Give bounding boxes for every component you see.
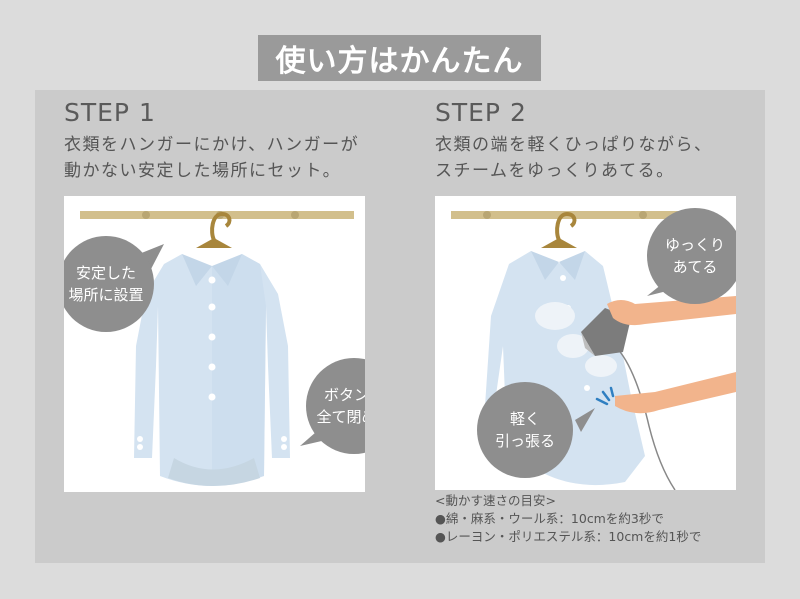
speed-guide: <動かす速さの目安> ●綿・麻系・ウール系：10cmを約3秒で ●レーヨン・ポリ… xyxy=(435,492,701,546)
shirt-on-hanger-icon xyxy=(80,211,354,486)
page-title: 使い方はかんたん xyxy=(258,35,541,81)
bubble-stable-place: 安定した 場所に設置 xyxy=(64,236,154,332)
bubble-line: 全て閉める xyxy=(316,408,365,426)
step-1-description: 衣類をハンガーにかけ、ハンガーが 動かない安定した場所にセット。 xyxy=(64,132,359,184)
instructions-panel: STEP 1 衣類をハンガーにかけ、ハンガーが 動かない安定した場所にセット。 xyxy=(35,90,765,563)
bubble-apply-slowly: ゆっくり あてる xyxy=(647,208,736,304)
bubble-line: 場所に設置 xyxy=(68,286,144,304)
speed-guide-item: ●綿・麻系・ウール系：10cmを約3秒で xyxy=(435,511,664,526)
speed-guide-item: ●レーヨン・ポリエステル系：10cmを約1秒で xyxy=(435,529,702,544)
bubble-line: 引っ張る xyxy=(494,432,555,450)
step-2-desc-line-1: 衣類の端を軽くひっぱりながら、 xyxy=(435,135,713,155)
step-2-label: STEP 2 xyxy=(435,98,527,127)
bubble-line: あてる xyxy=(672,258,718,276)
step-1-label: STEP 1 xyxy=(64,98,156,127)
bubble-line: ボタンは xyxy=(323,386,365,404)
step-1-illustration: 安定した 場所に設置 ボタンは 全て閉める xyxy=(64,196,365,492)
step-1-desc-line-1: 衣類をハンガーにかけ、ハンガーが xyxy=(64,135,360,155)
step-2-illustration: ゆっくり あてる 軽く 引っ張る xyxy=(435,196,736,490)
bubble-line: 安定した xyxy=(75,264,136,282)
step-2-desc-line-2: スチームをゆっくりあてる。 xyxy=(435,161,675,181)
speed-guide-heading: <動かす速さの目安> xyxy=(435,493,556,508)
bubble-pull-lightly: 軽く 引っ張る xyxy=(477,382,573,478)
bubble-line: ゆっくり xyxy=(664,236,725,254)
bubble-line: 軽く xyxy=(509,410,540,428)
step-2-description: 衣類の端を軽くひっぱりながら、 スチームをゆっくりあてる。 xyxy=(435,132,713,184)
step-1-desc-line-2: 動かない安定した場所にセット。 xyxy=(64,161,342,181)
